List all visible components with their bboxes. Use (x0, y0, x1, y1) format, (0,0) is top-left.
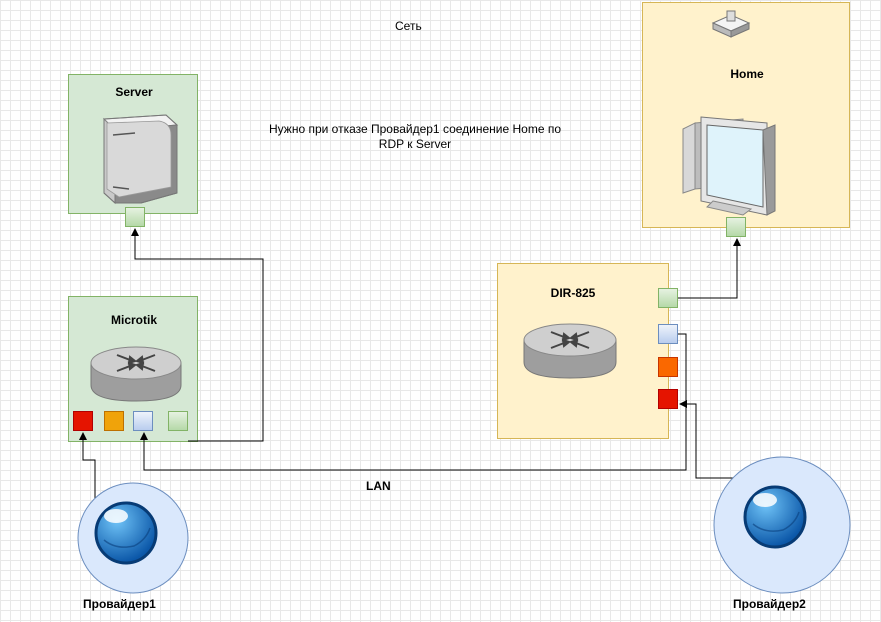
lan-label: LAN (366, 479, 391, 493)
server-label: Server (115, 85, 153, 99)
home-label: Home (730, 67, 764, 81)
microtik-label: Microtik (110, 313, 157, 327)
dir825-port-lan[interactable] (658, 324, 678, 344)
link-microtik-server (131, 228, 264, 442)
desktop-computer-icon (682, 116, 776, 216)
dir825-port-wan1[interactable] (658, 389, 678, 409)
router-icon (523, 323, 617, 379)
provider2-label: Провайдер2 (733, 597, 806, 611)
microtik-port-wan2[interactable] (104, 411, 124, 431)
provider1-label: Провайдер1 (83, 597, 156, 611)
home-icon (711, 10, 751, 38)
diagram-note: Нужно при отказе Провайдер1 соединение H… (268, 122, 562, 151)
server-port[interactable] (125, 207, 145, 227)
diagram-title: Сеть (395, 19, 422, 33)
dir825-port-home[interactable] (658, 288, 678, 308)
link-provider1-microtik (79, 432, 96, 498)
server-container: Server (68, 74, 198, 214)
link-dir825-home (678, 238, 741, 299)
microtik-port-server[interactable] (168, 411, 188, 431)
dir825-label: DIR-825 (550, 286, 596, 300)
router-icon (90, 346, 182, 402)
dir825-port-wan2[interactable] (658, 357, 678, 377)
dir825-container: DIR-825 (497, 263, 669, 439)
link-lan (140, 333, 687, 471)
server-icon (102, 114, 179, 205)
home-port[interactable] (726, 217, 746, 237)
home-container: Home (642, 2, 850, 228)
microtik-port-lan[interactable] (133, 411, 153, 431)
microtik-port-wan1[interactable] (73, 411, 93, 431)
